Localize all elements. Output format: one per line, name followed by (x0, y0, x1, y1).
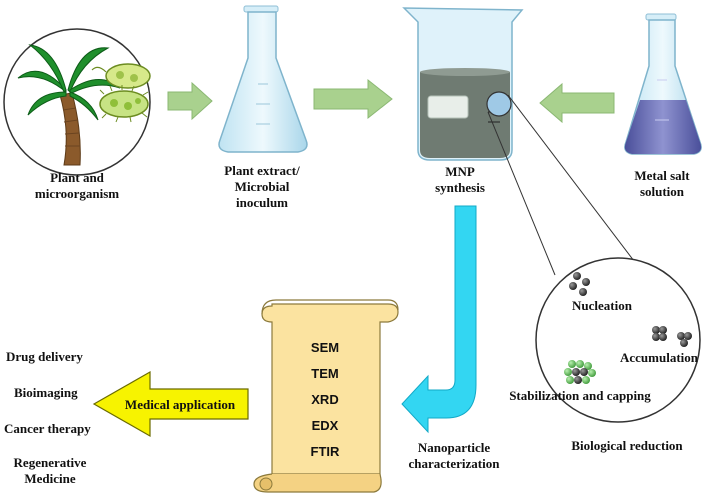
technique-tem: TEM (311, 366, 339, 381)
characterization-scroll (253, 299, 399, 493)
technique-xrd: XRD (311, 392, 339, 407)
metal-salt-flask (624, 13, 702, 155)
flow-arrow-3 (539, 82, 615, 124)
use-drug-delivery: Drug delivery (6, 349, 83, 364)
characterization-arrow (401, 205, 477, 434)
label-nucleation: Nucleation (572, 298, 632, 313)
label-medical-application: Medical application (124, 397, 236, 412)
label-biological-reduction: Biological reduction (571, 438, 683, 453)
accumulation-particles (652, 326, 692, 347)
technique-ftir: FTIR (310, 444, 340, 459)
flow-arrow-1 (167, 81, 213, 121)
capped-nanoparticle (564, 360, 596, 384)
label-accumulation: Accumulation (620, 350, 698, 365)
technique-edx: EDX (311, 418, 339, 433)
medical-application-arrow (92, 370, 249, 438)
label-stabilization: Stabilization and capping (509, 388, 651, 403)
nucleation-particles (569, 272, 590, 296)
extract-flask (218, 5, 308, 153)
use-cancer-therapy: Cancer therapy (4, 421, 91, 436)
use-bioimaging: Bioimaging (14, 385, 78, 400)
synthesis-beaker (402, 7, 524, 161)
flow-arrow-2 (313, 78, 393, 120)
technique-sem: SEM (310, 340, 340, 355)
plant-microorganism-illustration (3, 28, 151, 176)
